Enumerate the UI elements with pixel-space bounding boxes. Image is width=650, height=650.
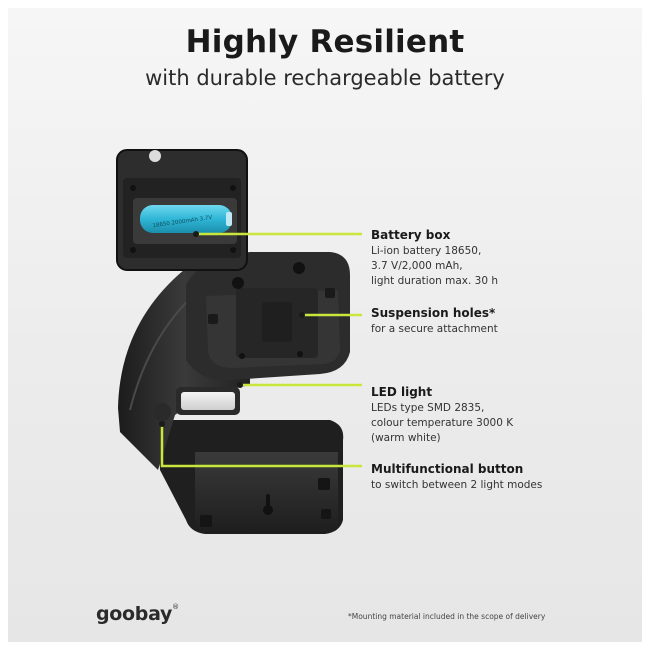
feature-battery-box: Battery box Li-ion battery 18650, 3.7 V/…: [371, 228, 641, 289]
callout-dots: [159, 231, 305, 427]
device-head: [186, 252, 350, 381]
device-base: [158, 420, 344, 534]
feature-line: (warm white): [371, 432, 441, 444]
feature-title: LED light: [371, 385, 433, 399]
feature-led-light: LED light LEDs type SMD 2835, colour tem…: [371, 385, 641, 446]
feature-line: for a secure attachment: [371, 323, 498, 335]
feature-multifunctional-button: Multifunctional button to switch between…: [371, 462, 641, 493]
page-title: Highly Resilient: [185, 24, 465, 60]
feature-line: LEDs type SMD 2835,: [371, 402, 485, 414]
page-subtitle: with durable rechargeable battery: [145, 66, 505, 90]
callout-lines: [160, 232, 362, 468]
feature-line: 3.7 V/2,000 mAh,: [371, 260, 463, 272]
feature-description: to switch between 2 light modes: [371, 478, 641, 493]
feature-description: LEDs type SMD 2835, colour temperature 3…: [371, 401, 641, 446]
battery-inset: 18650 2000mAh 3.7V: [116, 149, 248, 271]
callout-button-line: [160, 424, 362, 468]
callout-dot-button: [159, 421, 165, 427]
led-light: [153, 387, 240, 421]
feature-line: light duration max. 30 h: [371, 275, 499, 287]
feature-line: Li-ion battery 18650,: [371, 245, 482, 257]
battery-cell: [140, 205, 232, 233]
feature-title: Multifunctional button: [371, 462, 524, 476]
feature-line: colour temperature 3000 K: [371, 417, 514, 429]
callout-dot-holes: [299, 312, 305, 318]
feature-title: Suspension holes*: [371, 306, 496, 320]
brand-name: goobay: [96, 603, 173, 625]
feature-title: Battery box: [371, 228, 451, 242]
brand-registered-mark: ®: [172, 603, 179, 611]
feature-description: for a secure attachment: [371, 322, 641, 337]
footnote: *Mounting material included in the scope…: [348, 612, 546, 621]
callout-dot-led: [237, 382, 243, 388]
callout-dot-battery: [193, 231, 199, 237]
brand-logo: goobay®: [96, 603, 179, 625]
feature-description: Li-ion battery 18650, 3.7 V/2,000 mAh, l…: [371, 244, 641, 289]
feature-line: to switch between 2 light modes: [371, 479, 543, 491]
feature-suspension-holes: Suspension holes* for a secure attachmen…: [371, 306, 641, 337]
